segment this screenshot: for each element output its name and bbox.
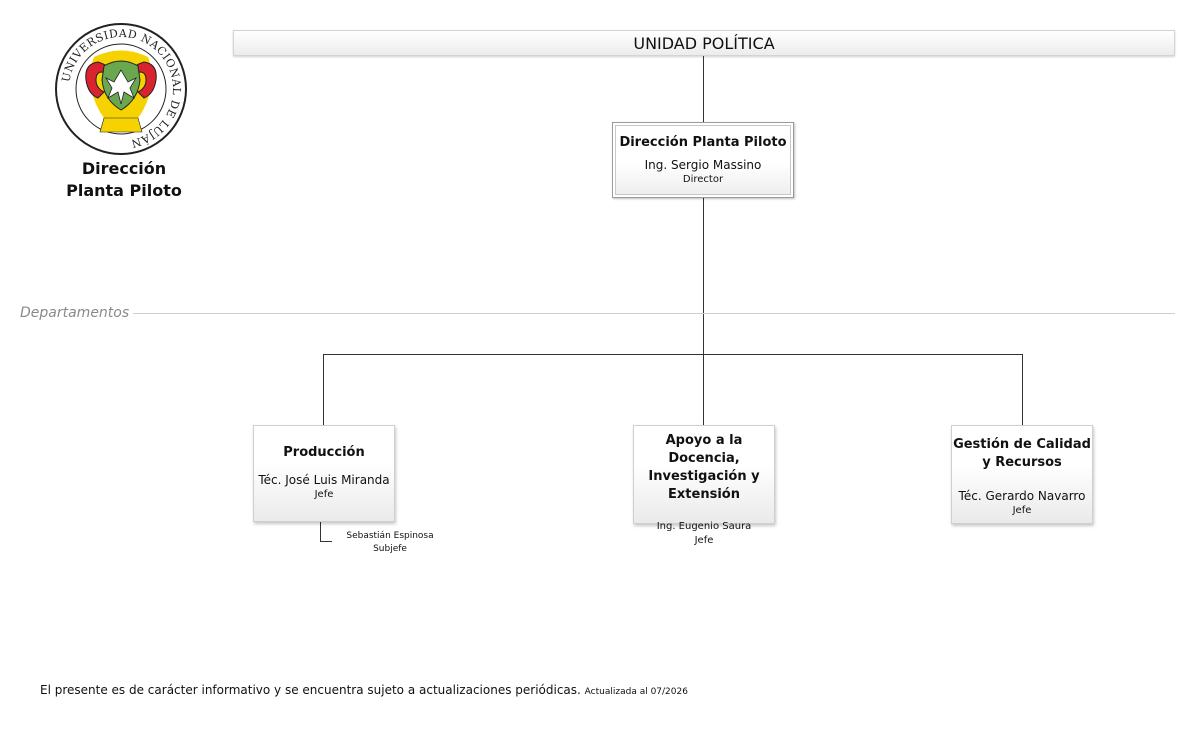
department-head-role: Jefe	[694, 535, 714, 546]
unit-title-line1: Dirección	[81, 159, 167, 178]
connector-dept-2	[1022, 354, 1023, 425]
footer-updated: Actualizada al 07/2026	[584, 687, 688, 697]
political-unit-banner: UNIDAD POLÍTICA	[233, 30, 1175, 56]
connector-director-trunk	[703, 198, 704, 425]
department-title-line1: Apoyo a la Docencia,	[665, 433, 743, 466]
department-title-line1: Gestión de Calidad	[953, 437, 1091, 452]
director-role: Director	[682, 174, 724, 185]
department-head-name: Ing. Eugenio Saura	[656, 521, 752, 532]
connector-dept-0	[323, 354, 324, 425]
connector-horizontal-bus	[323, 354, 1023, 355]
connector-sub-vertical	[320, 522, 321, 541]
department-title-line2: y Recursos	[982, 455, 1062, 470]
university-seal-logo: UNIVERSIDAD NACIONAL DE LUJÁN	[55, 23, 187, 155]
connector-sub-horizontal	[320, 541, 332, 542]
department-head-role: Jefe	[314, 489, 334, 500]
section-label: Departamentos	[20, 305, 134, 321]
department-head-name: Téc. Gerardo Navarro	[958, 489, 1086, 503]
section-divider	[133, 313, 1175, 314]
director-name: Ing. Sergio Massino	[644, 158, 762, 172]
unit-title: Dirección Planta Piloto	[40, 158, 208, 202]
connector-banner-director	[703, 56, 704, 122]
department-title: Producción	[283, 445, 365, 460]
department-head-name: Téc. José Luis Miranda	[258, 473, 390, 487]
subchief-role: Subjefe	[373, 544, 407, 554]
department-title-line2: Investigación y	[648, 469, 760, 484]
footer-note: El presente es de carácter informativo y…	[40, 683, 688, 697]
director-box: Dirección Planta Piloto Ing. Sergio Mass…	[612, 122, 794, 198]
footer-text: El presente es de carácter informativo y…	[40, 683, 581, 697]
department-box-produccion: Producción Téc. José Luis Miranda Jefe	[253, 425, 395, 522]
department-title-line3: Extensión	[668, 487, 740, 502]
unit-title-line2: Planta Piloto	[66, 181, 182, 200]
subchief-name: Sebastián Espinosa	[346, 531, 434, 541]
department-box-gestion-calidad: Gestión de Calidad y Recursos Téc. Gerar…	[951, 425, 1093, 524]
subchief-entry: Sebastián Espinosa Subjefe	[336, 530, 444, 556]
department-head-role: Jefe	[1012, 505, 1032, 516]
department-box-apoyo-docencia: Apoyo a la Docencia, Investigación y Ext…	[633, 425, 775, 546]
director-title: Dirección Planta Piloto	[619, 135, 787, 150]
